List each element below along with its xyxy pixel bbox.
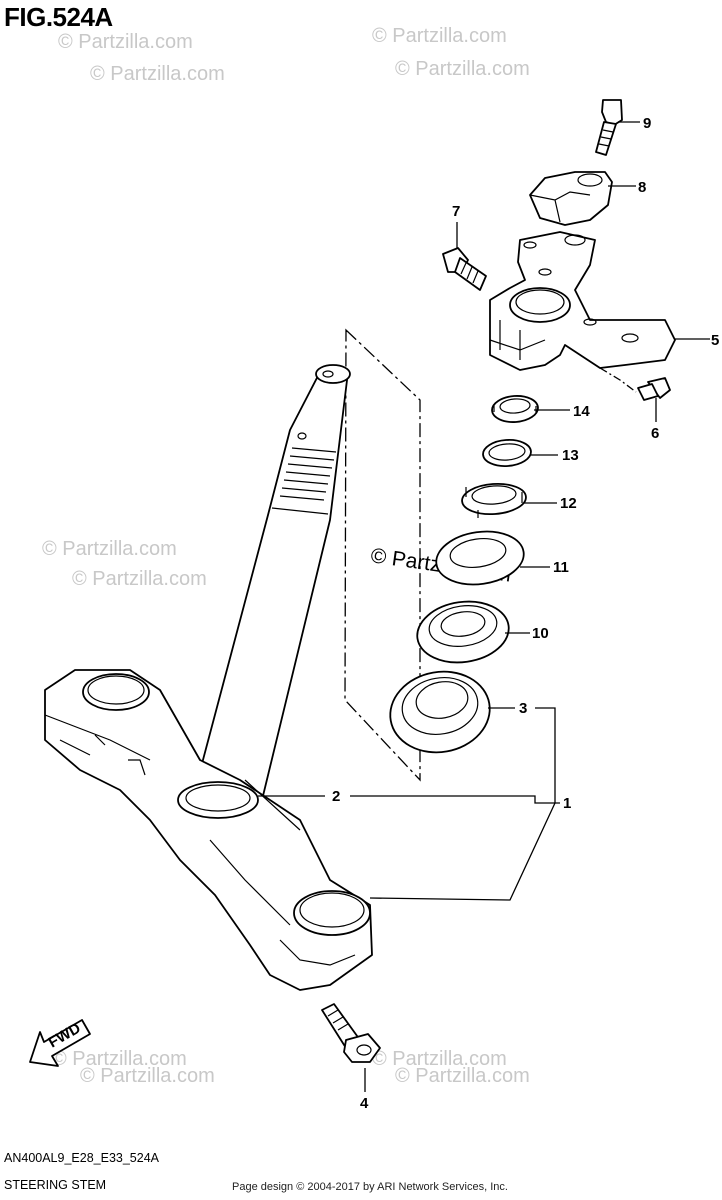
- callout-11[interactable]: 11: [553, 559, 569, 576]
- figure-title: FIG.524A: [4, 2, 113, 32]
- steering-stem-nut: [461, 482, 527, 518]
- callout-1[interactable]: 1: [563, 795, 571, 812]
- watermark-text: © Partzilla.com: [395, 1065, 530, 1087]
- leader-lines: [258, 121, 710, 1092]
- dust-seal: [435, 530, 525, 586]
- bolt-pinch-lower: [637, 377, 671, 401]
- callout-4[interactable]: 4: [360, 1095, 369, 1112]
- callout-10[interactable]: 10: [532, 625, 549, 642]
- callout-5[interactable]: 5: [711, 332, 719, 349]
- callout-8[interactable]: 8: [638, 179, 646, 196]
- lock-nut: [491, 395, 539, 423]
- watermark-text: © Partzilla.com: [58, 31, 193, 53]
- callout-7[interactable]: 7: [452, 203, 460, 220]
- callouts: 9 8 7 5 6 14 13 12 11 10 3 2 1 4: [332, 115, 719, 1112]
- callout-9[interactable]: 9: [643, 115, 651, 132]
- watermark-text: © Partzilla.com: [80, 1065, 215, 1087]
- bolt-pinch-upper: [442, 247, 487, 291]
- callout-13[interactable]: 13: [562, 447, 579, 464]
- watermark-text: © Partzilla.com: [395, 58, 530, 80]
- diagram-name: STEERING STEM: [4, 1178, 107, 1192]
- lock-washer: [482, 439, 532, 467]
- bolt-bottom: [321, 1003, 381, 1063]
- handlebar-holder: [529, 171, 613, 226]
- callout-12[interactable]: 12: [560, 495, 577, 512]
- callout-14[interactable]: 14: [573, 403, 590, 420]
- lower-bracket: [44, 669, 373, 991]
- watermark-text: © Partzilla.com: [42, 538, 177, 560]
- watermark-text: © Partzilla.com: [52, 1048, 187, 1070]
- callout-6[interactable]: 6: [651, 425, 659, 442]
- watermark-text: © Partzilla.com: [372, 25, 507, 47]
- watermark-text: © Partzilla.com: [72, 568, 207, 590]
- copyright-notice: Page design © 2004-2017 by ARI Network S…: [232, 1181, 508, 1193]
- model-code: AN400AL9_E28_E33_524A: [4, 1151, 159, 1165]
- bearing-upper: [416, 600, 510, 664]
- steering-stem-shaft: [194, 364, 351, 801]
- bearing-lower: [389, 670, 491, 754]
- upper-bracket: [489, 231, 676, 371]
- assembly-bracket: [344, 328, 421, 782]
- watermark-text: © Partzilla.com: [90, 63, 225, 85]
- bolt-holder: [595, 99, 623, 156]
- callout-2[interactable]: 2: [332, 788, 340, 805]
- watermark-text: © Partzilla.com: [372, 1048, 507, 1070]
- callout-3[interactable]: 3: [519, 700, 527, 717]
